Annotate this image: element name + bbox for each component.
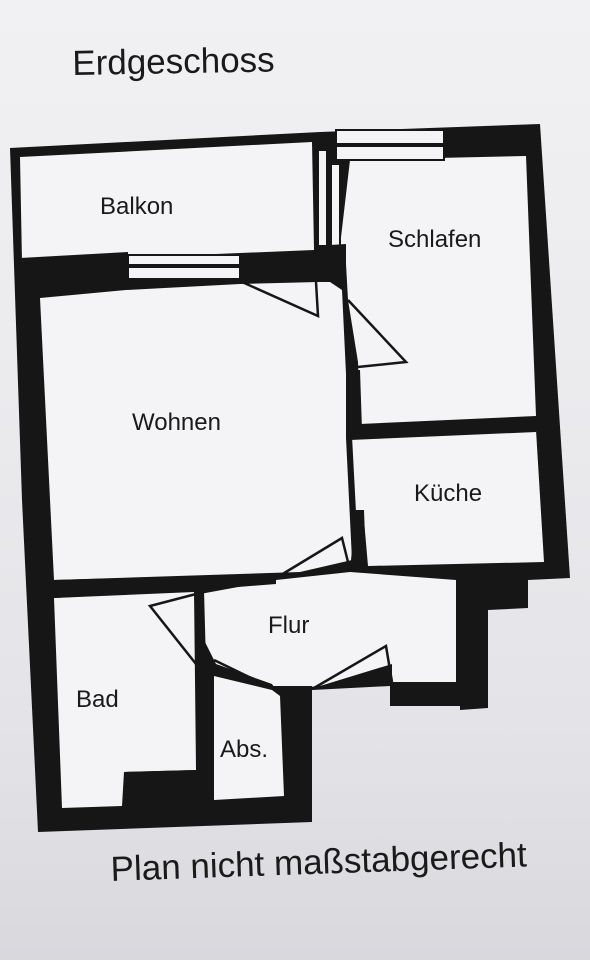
room-label-abs: Abs.: [220, 736, 269, 763]
wohnen-floor: [40, 282, 352, 580]
bad-floor: [54, 592, 196, 808]
window-vertical-2: [330, 163, 341, 247]
window-top-2: [335, 145, 445, 161]
partition-walls: [20, 244, 536, 822]
abs-floor: [214, 676, 284, 800]
window-vertical-1: [317, 149, 328, 247]
door-kueche-swing: [275, 536, 352, 580]
schlafen-floor: [340, 156, 536, 424]
door-swings: [147, 280, 409, 692]
room-label-kueche: Küche: [414, 480, 483, 507]
door-abs-swing: [213, 658, 277, 692]
wall-schlafen-kueche: [346, 370, 536, 440]
window-top-1: [335, 129, 445, 145]
page-title: Erdgeschoss: [71, 40, 275, 83]
door-schlafen-swing: [347, 299, 409, 370]
wall-abs-right: [272, 686, 312, 822]
room-label-wohnen: Wohnen: [132, 409, 221, 436]
room-label-bad: Bad: [76, 686, 119, 713]
kueche-floor: [352, 430, 544, 566]
wall-wohnen-flur: [52, 574, 276, 598]
window-balkon-1: [127, 254, 241, 266]
wall-bad-bottom: [124, 770, 204, 806]
room-label-flur: Flur: [268, 612, 310, 639]
wall-balkon-wohnen: [20, 252, 128, 292]
door-flur-swing: [313, 644, 394, 690]
balkon-floor: [20, 142, 314, 262]
wall-bad-abs: [194, 590, 214, 800]
door-bad-swing: [147, 592, 197, 665]
room-label-balkon: Balkon: [100, 193, 174, 220]
room-label-schlafen: Schlafen: [388, 226, 482, 253]
wall-kueche-stub: [350, 510, 366, 570]
window-balkon-2: [127, 266, 241, 280]
door-balkon-swing: [241, 280, 320, 318]
wall-pillar: [314, 244, 346, 282]
